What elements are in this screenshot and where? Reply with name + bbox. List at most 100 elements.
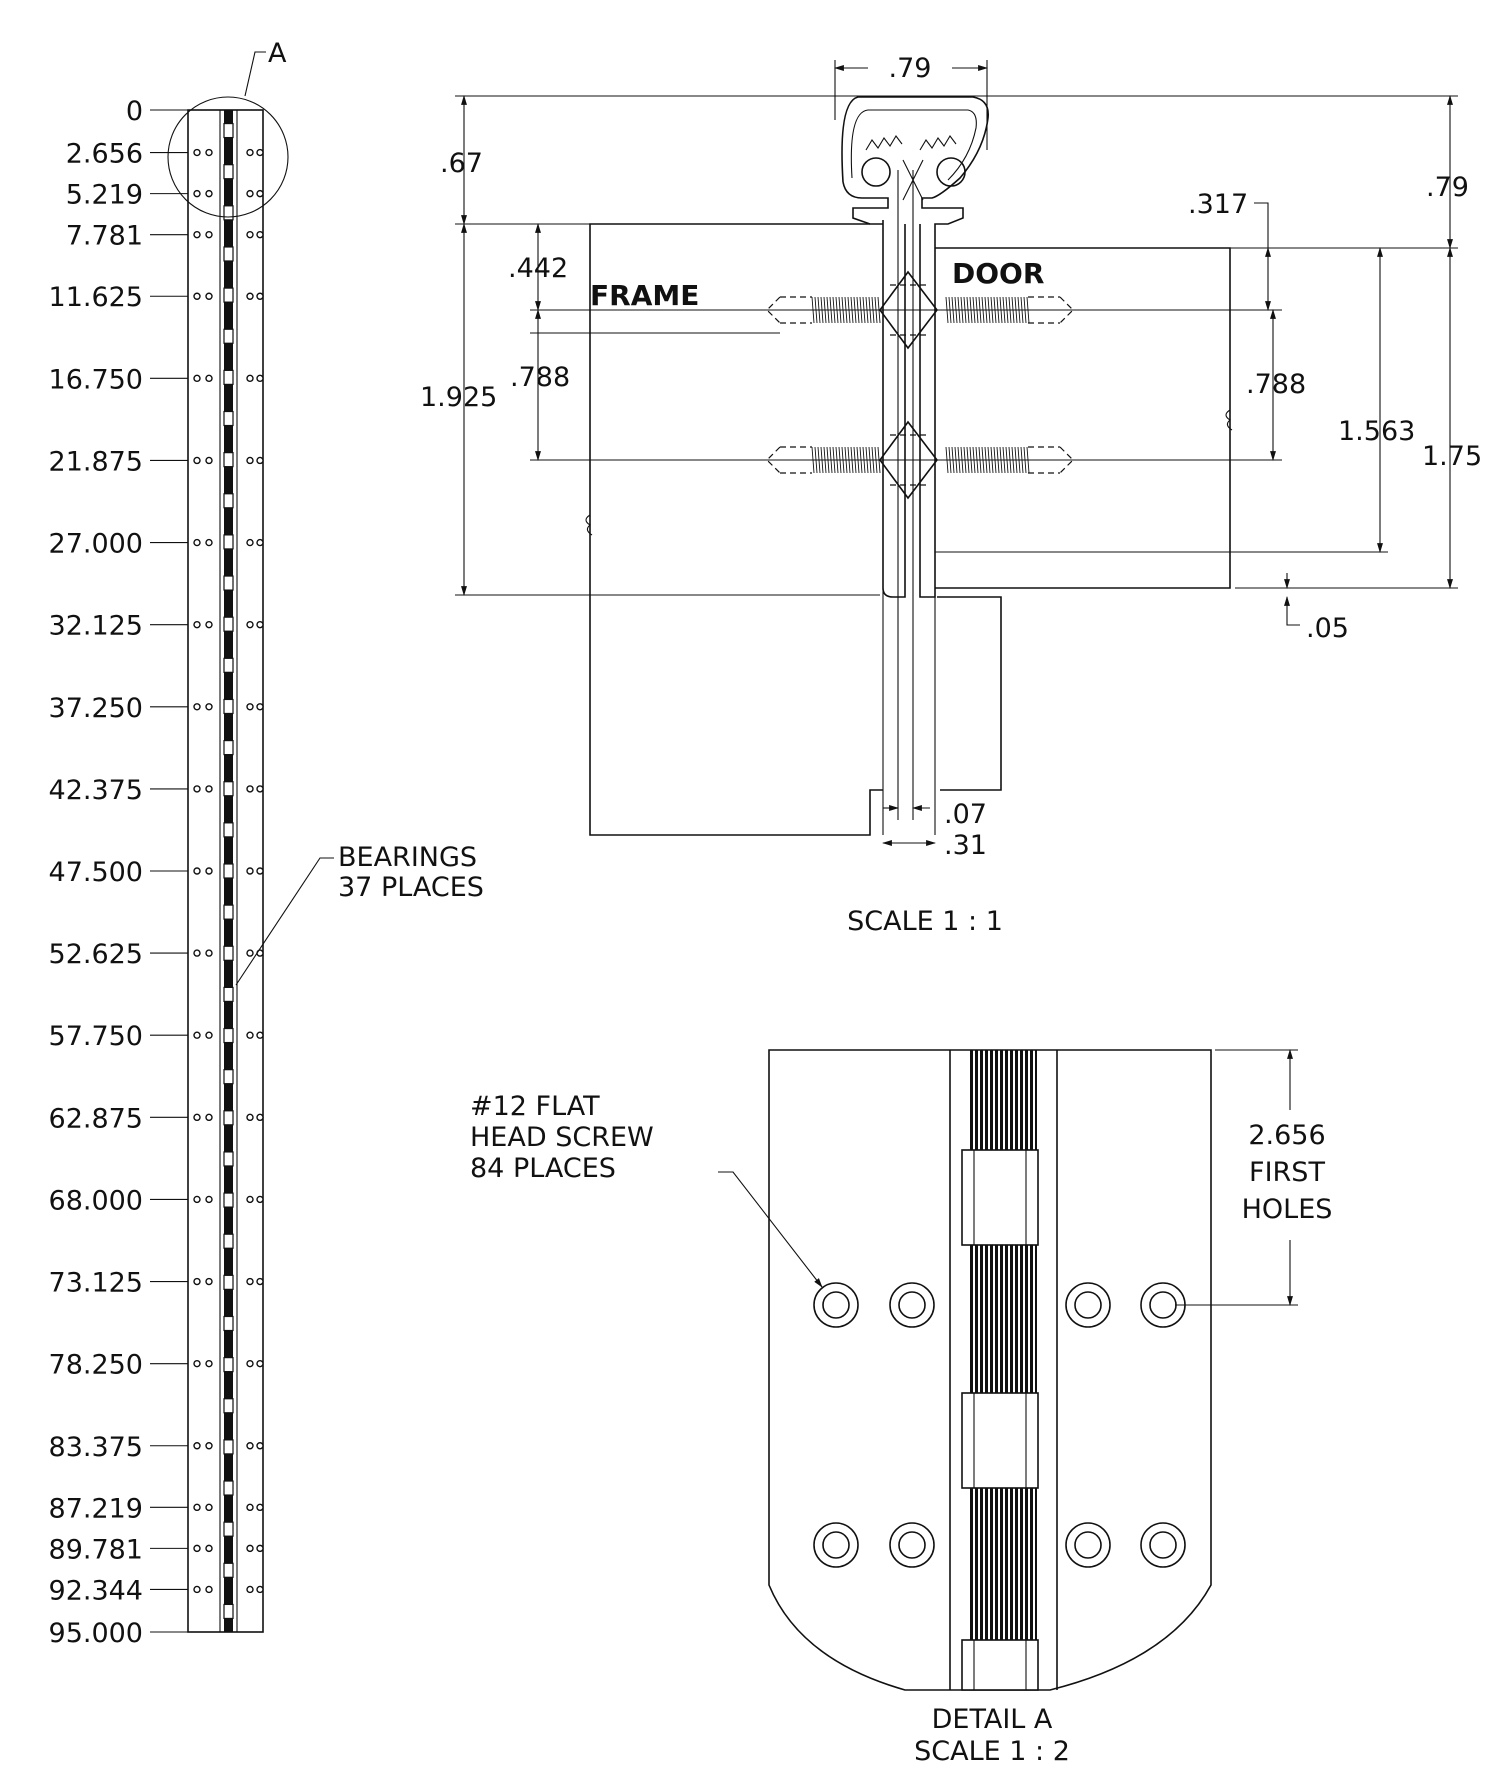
bearing [223, 945, 234, 961]
bearing [223, 904, 234, 920]
screw-hole [256, 538, 264, 547]
position-row: 32.125 [49, 611, 264, 642]
dim-gap: .05 [1306, 613, 1349, 644]
bearing [223, 1315, 234, 1332]
bearing [223, 1357, 234, 1373]
door-block [935, 247, 1231, 589]
screw-hole [256, 456, 264, 465]
screw-hole [205, 949, 213, 957]
detail-bearing-bottom [961, 1639, 1039, 1691]
position-label: 21.875 [49, 446, 143, 477]
position-row: 87.219 [49, 1493, 264, 1524]
detail-a-callout [167, 96, 289, 218]
bearing [223, 1274, 234, 1290]
screw-hole [193, 230, 201, 239]
screw-hole [256, 1113, 264, 1122]
position-row: 68.000 [49, 1185, 264, 1216]
screw-hole [256, 1195, 264, 1204]
dim-top-height-left: .67 [440, 148, 483, 179]
screw-hole [246, 1195, 254, 1204]
position-label: 11.625 [49, 282, 143, 313]
screw-note-line1: #12 FLAT [470, 1091, 600, 1122]
screw-hole [1065, 1282, 1111, 1328]
screw-hole [193, 189, 201, 198]
screw-hole [256, 148, 264, 157]
screw-hole [813, 1282, 859, 1328]
bearing [223, 452, 234, 468]
hinge-section-view: .79 .67 1.925 .442 .788 .317 .788 [420, 53, 1482, 937]
frame-extension [937, 596, 1002, 791]
screw-hole [205, 1113, 213, 1122]
position-label: 2.656 [66, 139, 143, 170]
frame-block [589, 223, 883, 836]
screw-hole [193, 1359, 201, 1368]
screw-hole [256, 1442, 264, 1450]
position-row: 7.781 [66, 221, 264, 252]
position-label: 7.781 [66, 221, 143, 252]
position-label: 16.750 [49, 364, 143, 395]
bearings-leader [235, 857, 334, 986]
dim-door-offset: .317 [1188, 189, 1248, 220]
screw-hole [246, 538, 254, 547]
bearing [223, 1398, 234, 1414]
screw-hole [193, 867, 201, 875]
bearing [223, 1069, 234, 1085]
screw-hole [246, 148, 254, 157]
screw-hole [205, 1544, 213, 1553]
screw-hole [246, 1442, 254, 1450]
bearing [223, 657, 234, 673]
screw-hole [193, 703, 201, 711]
screw-hole [246, 1277, 254, 1286]
screw-hole [205, 1503, 213, 1512]
screw-hole [246, 189, 254, 198]
detail-pin-stripes [970, 1050, 1037, 1690]
bearing [223, 1439, 234, 1455]
screw-hole [246, 1031, 254, 1039]
position-row: 92.344 [49, 1575, 264, 1606]
screw-note-line3: 84 PLACES [470, 1153, 616, 1184]
bearing [223, 1027, 234, 1044]
door-leaf [919, 224, 936, 598]
position-label: 95.000 [49, 1618, 143, 1649]
section-scale: SCALE 1 : 1 [847, 906, 1003, 937]
position-label: 57.750 [49, 1021, 143, 1052]
screw-hole [193, 148, 201, 157]
screw-hole [193, 538, 201, 547]
position-row: 27.000 [49, 529, 264, 560]
screw-hole [246, 867, 254, 875]
screw-hole [256, 1503, 264, 1512]
position-row: 21.875 [49, 446, 264, 477]
detail-bearing-upper [961, 1149, 1039, 1246]
screw-hole [246, 456, 254, 465]
screw-hole [205, 1359, 213, 1368]
frame-leaf [882, 220, 906, 598]
screw-hole [246, 230, 254, 239]
screw-hole [205, 703, 213, 711]
screw-hole [193, 374, 201, 383]
dim-top-height-right: .79 [1426, 172, 1469, 203]
dim-screw-offset: .442 [508, 253, 568, 284]
bearing [223, 534, 234, 550]
screw-hole [193, 1113, 201, 1122]
position-label: 89.781 [49, 1534, 143, 1565]
screw-hole [205, 620, 213, 629]
screw-hole [193, 456, 201, 465]
bearing [223, 287, 234, 303]
screw-hole [205, 1277, 213, 1286]
screw-hole [246, 620, 254, 629]
screw-hole [205, 867, 213, 875]
bearing [223, 1603, 234, 1620]
screw-assembly [760, 270, 1085, 350]
hinge-knuckle [841, 96, 990, 248]
screw-hole [246, 703, 254, 711]
position-label: 37.250 [49, 693, 143, 724]
bearings-note-line2: 37 PLACES [338, 872, 484, 903]
screw-hole [193, 1031, 201, 1039]
screw-hole [256, 189, 264, 198]
screw-hole [205, 148, 213, 157]
bearing [223, 205, 234, 221]
bearing [223, 122, 234, 139]
bearing [223, 1521, 234, 1537]
screw-hole [246, 949, 254, 957]
